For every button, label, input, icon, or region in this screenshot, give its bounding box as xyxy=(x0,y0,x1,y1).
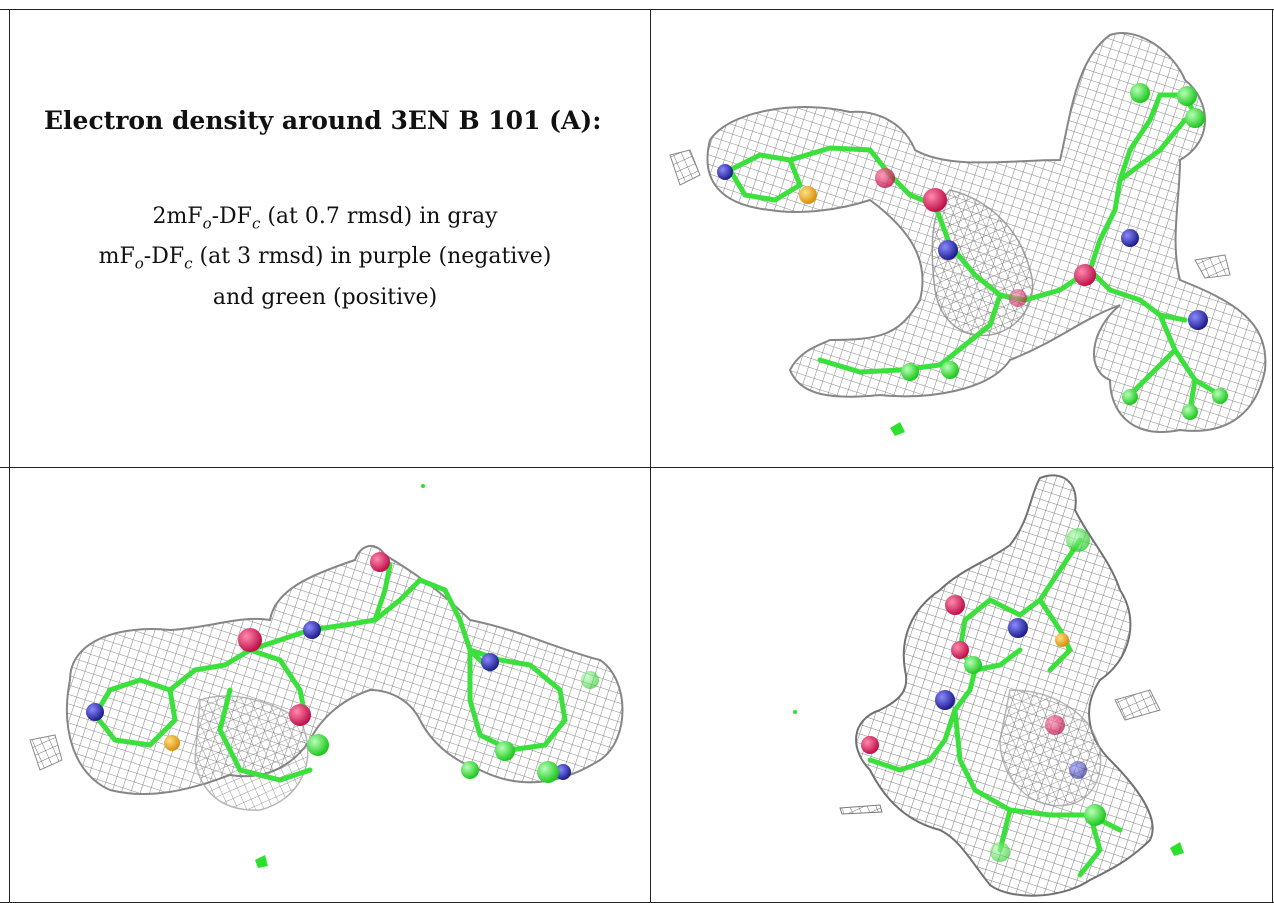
carbon-atom xyxy=(941,361,959,379)
sulfur-atom xyxy=(164,735,180,751)
atoms xyxy=(861,528,1106,862)
nitrogen-atom xyxy=(935,690,955,710)
positive-density-blob xyxy=(1170,842,1184,856)
positive-density-blob xyxy=(793,710,797,714)
carbon-atom xyxy=(1177,86,1197,106)
nitrogen-atom xyxy=(1008,618,1028,638)
nitrogen-atom xyxy=(1188,310,1208,330)
atoms xyxy=(86,552,599,783)
table-column-divider xyxy=(650,9,651,903)
carbon-atom xyxy=(1066,528,1090,552)
table-border-left xyxy=(9,9,10,903)
legend-line-positive: and green (positive) xyxy=(212,284,438,310)
oxygen-atom xyxy=(861,736,879,754)
carbon-atom xyxy=(1182,404,1198,420)
carbon-atom xyxy=(537,761,559,783)
table-row-divider xyxy=(0,467,1274,468)
nitrogen-atom xyxy=(86,703,104,721)
oxygen-atom xyxy=(875,168,895,188)
nitrogen-atom xyxy=(555,764,571,780)
density-panel-bottom-right xyxy=(793,474,1184,897)
legend-line-2fo-fc: 2mFo-DFc (at 0.7 rmsd) in gray xyxy=(152,204,498,233)
figure-title: Electron density around 3EN B 101 (A): xyxy=(44,106,602,135)
nitrogen-atom xyxy=(1069,761,1087,779)
positive-density-blob xyxy=(421,484,425,488)
table-border-right xyxy=(1272,9,1273,903)
density-mesh xyxy=(839,804,883,815)
carbon-atom xyxy=(461,761,479,779)
nitrogen-atom xyxy=(1121,229,1139,247)
nitrogen-atom xyxy=(303,621,321,639)
oxygen-atom xyxy=(289,704,311,726)
atoms xyxy=(717,83,1228,420)
oxygen-atom xyxy=(923,188,947,212)
bond-network xyxy=(727,92,1223,413)
oxygen-atom xyxy=(1045,715,1065,735)
nitrogen-atom xyxy=(481,653,499,671)
carbon-atom xyxy=(1212,388,1228,404)
carbon-atom xyxy=(964,656,982,674)
legend-line-fo-fc: mFo-DFc (at 3 rmsd) in purple (negative) xyxy=(98,244,552,273)
positive-density-blob xyxy=(890,422,905,436)
nitrogen-atom xyxy=(938,240,958,260)
map-legend: 2mFo-DFc (at 0.7 rmsd) in gray mFo-DFc (… xyxy=(0,200,650,314)
carbon-atom xyxy=(990,842,1010,862)
carbon-atom xyxy=(1122,389,1138,405)
density-panel-bottom-left xyxy=(29,484,624,868)
oxygen-atom xyxy=(370,552,390,572)
carbon-atom xyxy=(495,741,515,761)
nitrogen-atom xyxy=(717,164,733,180)
carbon-atom xyxy=(901,363,919,381)
bond-network xyxy=(92,562,568,783)
oxygen-atom xyxy=(1074,264,1096,286)
oxygen-atom xyxy=(1009,289,1027,307)
density-mesh xyxy=(1194,254,1231,279)
sulfur-atom xyxy=(799,186,817,204)
carbon-atom xyxy=(1084,804,1106,826)
density-panel-top-right xyxy=(669,32,1267,436)
sulfur-atom xyxy=(1055,633,1069,647)
positive-density-blob xyxy=(255,855,268,868)
carbon-atom xyxy=(1130,83,1150,103)
density-mesh xyxy=(669,149,701,186)
oxygen-atom xyxy=(945,595,965,615)
caption-cell: Electron density around 3EN B 101 (A): xyxy=(10,10,650,467)
oxygen-atom xyxy=(951,641,969,659)
carbon-atom xyxy=(1185,108,1205,128)
carbon-atom xyxy=(581,671,599,689)
carbon-atom xyxy=(307,734,329,756)
table-border-top xyxy=(0,9,1274,10)
density-mesh xyxy=(1114,689,1161,721)
oxygen-atom xyxy=(238,628,262,652)
density-mesh xyxy=(29,734,63,771)
